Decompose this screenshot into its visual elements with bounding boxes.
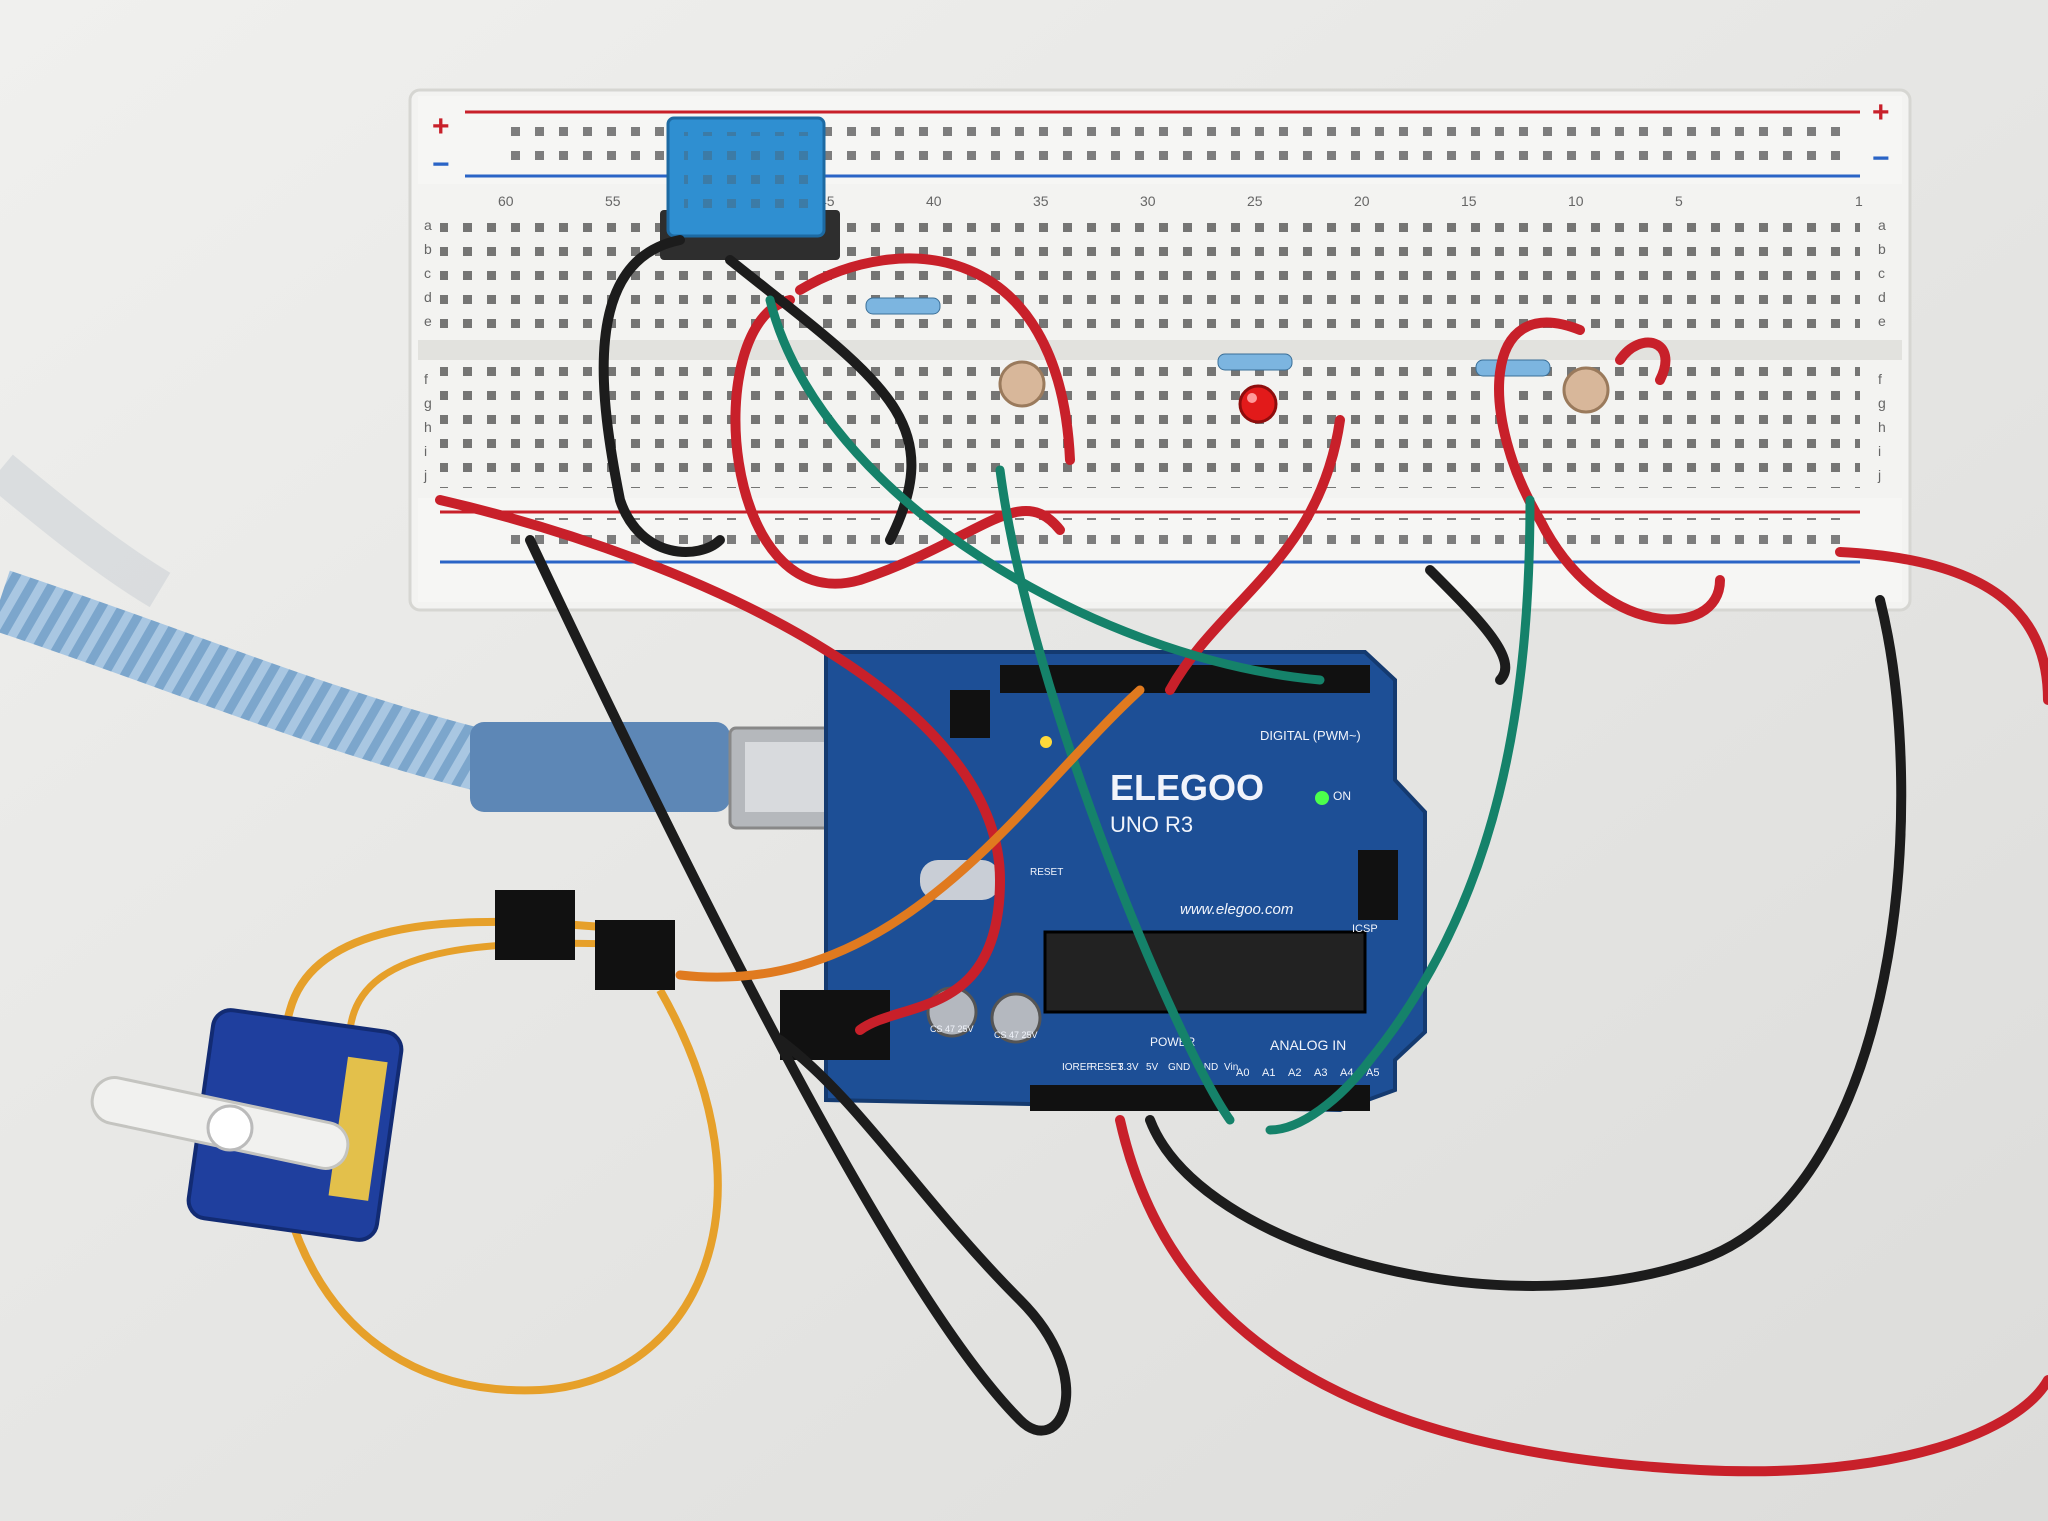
- row-letter: i: [1878, 443, 1881, 459]
- row-letters-right: a b c d e f g h i j: [1877, 217, 1886, 483]
- servo-motor: [90, 890, 722, 1395]
- orange-wire: [675, 685, 1145, 982]
- row-letter: j: [1877, 467, 1881, 483]
- red-led: [1238, 384, 1278, 424]
- usb-cable: [0, 454, 892, 830]
- photoresistor: [998, 360, 1046, 408]
- pin-label: GND: [1196, 1062, 1218, 1073]
- pin-label: GND: [1168, 1062, 1190, 1073]
- pin-label: A1: [1262, 1067, 1275, 1079]
- row-letter: d: [424, 289, 432, 305]
- row-letter: j: [423, 467, 427, 483]
- column-number: 5: [1675, 193, 1683, 209]
- column-number: 60: [498, 193, 514, 209]
- row-letter: c: [1878, 265, 1885, 281]
- reset-label: RESET: [1030, 867, 1063, 878]
- power-analog-header: [1030, 1085, 1370, 1111]
- icsp-label: ICSP: [1352, 923, 1378, 935]
- dht-sensor: [660, 116, 840, 260]
- black-wire: [525, 535, 1072, 1436]
- capacitor-label: CS 47 25V: [930, 1024, 974, 1034]
- pin-label: A4: [1340, 1067, 1353, 1079]
- green-wire: [1265, 495, 1535, 1135]
- row-letter: f: [1878, 371, 1882, 387]
- pin-label: A3: [1314, 1067, 1327, 1079]
- column-number: 55: [605, 193, 621, 209]
- digital-label: DIGITAL (PWM~): [1260, 728, 1361, 743]
- rail-plus-label-right: +: [1872, 96, 1890, 129]
- on-label: ON: [1333, 789, 1351, 803]
- arduino-uno-board: ELEGOO UNO R3 www.elegoo.com DIGITAL (PW…: [780, 650, 1427, 1113]
- arduino-model: UNO R3: [1110, 812, 1193, 837]
- row-letter: h: [1878, 419, 1886, 435]
- capacitor: [990, 992, 1042, 1044]
- row-letter: i: [424, 443, 427, 459]
- capacitor-label: CS 47 25V: [994, 1030, 1038, 1040]
- column-number: 15: [1461, 193, 1477, 209]
- row-letter: e: [1878, 313, 1886, 329]
- black-wire: [725, 255, 917, 545]
- row-letters-left: a b c d e f g h i j: [423, 217, 432, 483]
- green-wire: [765, 295, 1325, 685]
- resistor: [865, 297, 941, 315]
- arduino-website: www.elegoo.com: [1180, 901, 1293, 918]
- center-channel: [418, 340, 1902, 360]
- pin-label: Vin: [1224, 1062, 1238, 1073]
- resistor: [1217, 353, 1293, 371]
- red-wire: [795, 253, 1075, 465]
- red-wire: [1615, 337, 1671, 385]
- row-letter: a: [1878, 217, 1886, 233]
- pin-label: A0: [1236, 1067, 1249, 1079]
- arduino-brand: ELEGOO: [1110, 767, 1264, 808]
- photoresistor: [1562, 366, 1610, 414]
- status-led: [1040, 736, 1052, 748]
- row-letter: g: [1878, 395, 1886, 411]
- black-wire: [1145, 595, 1907, 1291]
- wires: [435, 235, 2048, 1477]
- column-number: 20: [1354, 193, 1370, 209]
- analog-label: ANALOG IN: [1270, 1037, 1346, 1053]
- red-wire: [1835, 547, 2048, 705]
- row-letter: a: [424, 217, 432, 233]
- pin-label: RESET: [1090, 1062, 1123, 1073]
- column-number: 10: [1568, 193, 1584, 209]
- row-letter: h: [424, 419, 432, 435]
- black-wire: [1425, 565, 1511, 685]
- red-wire: [1115, 1115, 2048, 1477]
- power-pin-labels: IOREF RESET 3.3V 5V GND GND Vin: [1062, 1062, 1238, 1073]
- icsp-header: [1358, 850, 1398, 920]
- row-letter: d: [1878, 289, 1886, 305]
- green-wire: [995, 465, 1235, 1125]
- pin-label: IOREF: [1062, 1062, 1093, 1073]
- pin-label: 3.3V: [1118, 1062, 1139, 1073]
- row-letter: b: [424, 241, 432, 257]
- icsp-header-top: [950, 690, 990, 738]
- column-number: 25: [1247, 193, 1263, 209]
- column-number: 35: [1033, 193, 1049, 209]
- resistor: [1475, 359, 1551, 377]
- atmega-chip: [1043, 930, 1367, 1014]
- row-letter: g: [424, 395, 432, 411]
- pin-label: A5: [1366, 1067, 1379, 1079]
- row-letter: f: [424, 371, 428, 387]
- red-wire: [1494, 317, 1725, 625]
- column-number: 40: [926, 193, 942, 209]
- row-letter: c: [424, 265, 431, 281]
- column-number: 30: [1140, 193, 1156, 209]
- rail-plus-label: +: [432, 110, 450, 143]
- column-number: 1: [1855, 193, 1863, 209]
- row-letter: b: [1878, 241, 1886, 257]
- pin-label: A2: [1288, 1067, 1301, 1079]
- pin-label: 5V: [1146, 1062, 1159, 1073]
- rail-minus-label: −: [432, 148, 450, 181]
- analog-pin-labels: A0 A1 A2 A3 A4 A5: [1236, 1067, 1379, 1079]
- components: [865, 297, 1610, 424]
- red-wire: [435, 495, 1006, 1035]
- power-led: [1315, 791, 1329, 805]
- rail-minus-label-right: −: [1872, 142, 1890, 175]
- row-letter: e: [424, 313, 432, 329]
- black-wire: [598, 235, 725, 557]
